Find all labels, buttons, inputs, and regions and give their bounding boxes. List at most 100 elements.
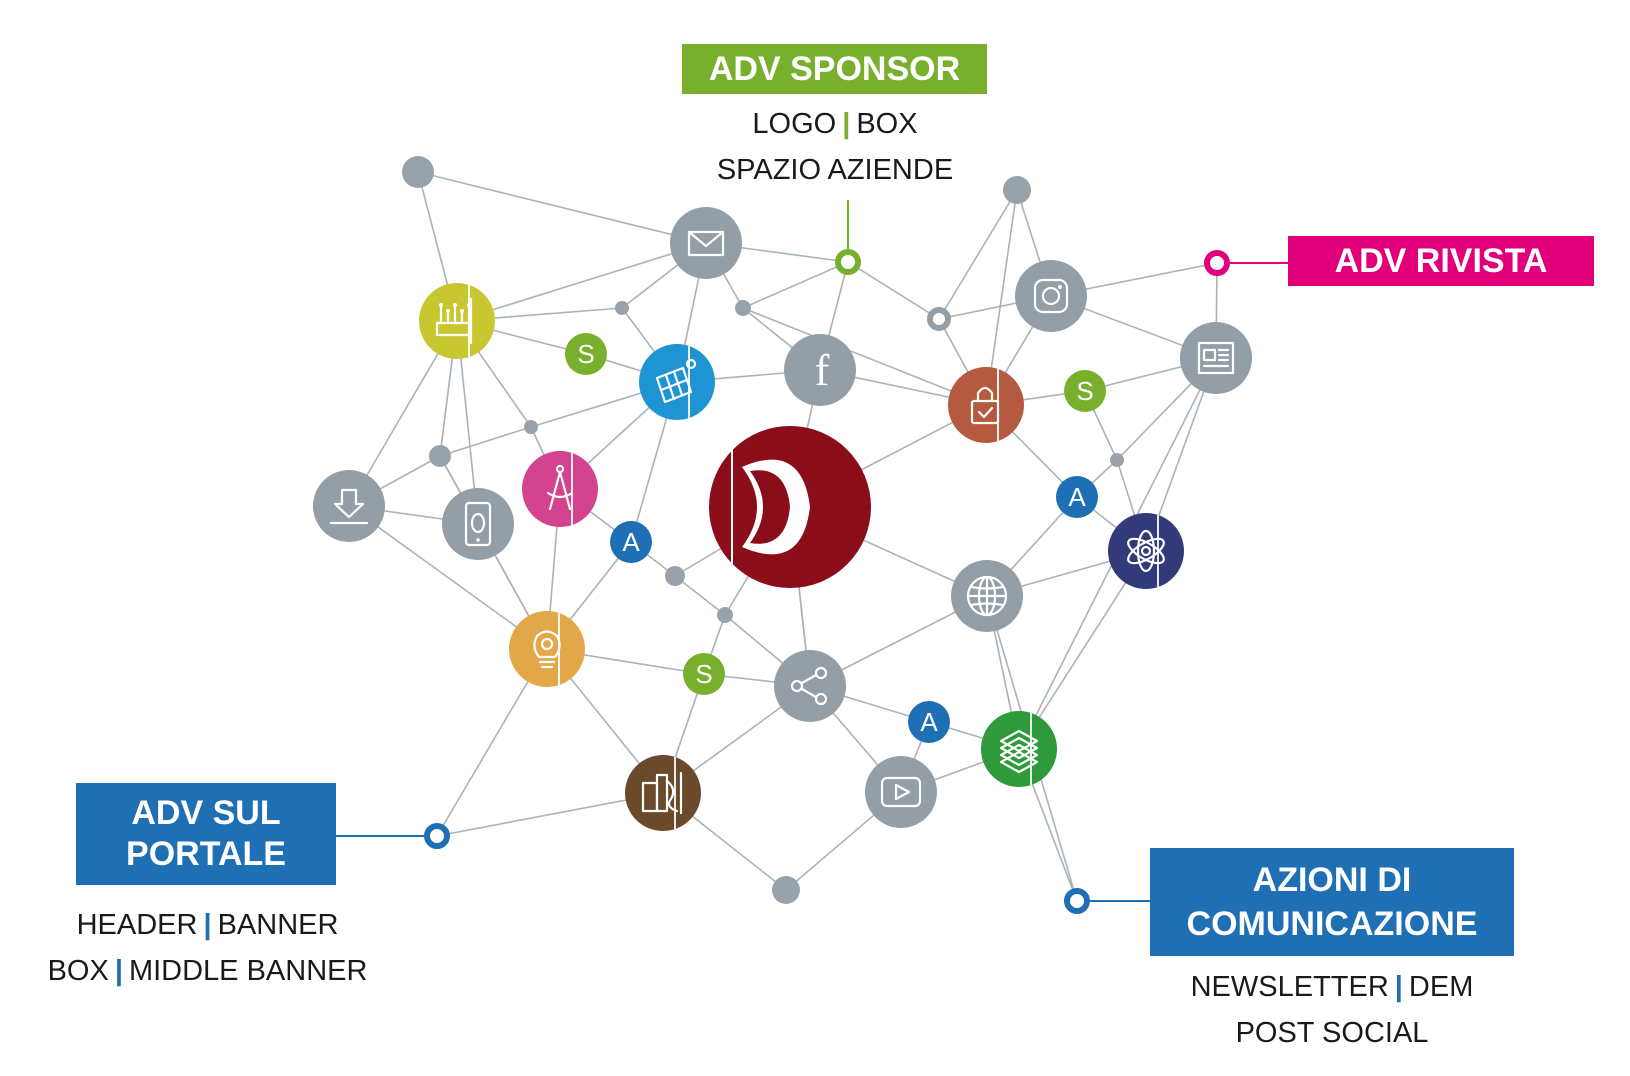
network-edge <box>436 792 664 837</box>
adv-portale-item-header: HEADER <box>76 909 198 941</box>
share-node <box>774 650 846 722</box>
adv-sponsor-line-2: SPAZIO AZIENDE <box>716 154 954 186</box>
azioni-title-line-2: COMUNICAZIONE <box>1186 905 1478 943</box>
newspaper-node <box>1180 322 1252 394</box>
callout-connectors <box>336 200 1288 902</box>
junction-dot <box>524 420 538 434</box>
network-edge <box>456 242 707 322</box>
video-play-icon <box>880 776 922 808</box>
network-edge <box>1018 550 1147 750</box>
solar-node <box>639 344 715 420</box>
globe-node <box>951 560 1023 632</box>
azioni-line-2: POST SOCIAL <box>1235 1017 1429 1049</box>
a2-node: A <box>1056 476 1098 518</box>
azioni-details: NEWSLETTER|DEM POST SOCIAL <box>1150 964 1514 1056</box>
ring-gray-node <box>927 307 951 331</box>
badge-letter: S <box>577 339 594 369</box>
junction-dot <box>717 607 733 623</box>
separator: | <box>1394 971 1403 1003</box>
junction-dot <box>402 156 434 188</box>
separator: | <box>114 955 123 987</box>
adv-sponsor-item-box: BOX <box>856 108 918 140</box>
layers-node <box>981 711 1057 787</box>
adv-portale-item-middle-banner: MIDDLE BANNER <box>128 955 368 987</box>
network-edge <box>439 426 532 457</box>
wall-section-icon <box>641 771 683 815</box>
network-edge <box>847 261 940 320</box>
junction-dot <box>615 301 629 315</box>
adv-portale-item-banner: BANNER <box>217 909 339 941</box>
adv-sponsor-title: ADV SPONSOR <box>708 50 961 88</box>
ring-portale-node <box>424 823 450 849</box>
center-logo-node <box>709 426 871 588</box>
separator: | <box>203 909 212 941</box>
badge-letter: S <box>695 659 712 689</box>
facebook-letter: f <box>815 346 830 395</box>
adv-portale-line-2: BOX|MIDDLE BANNER <box>20 948 395 994</box>
circuit-node <box>419 283 495 359</box>
a3-node: A <box>908 701 950 743</box>
azioni-title-line-1: AZIONI DI <box>1252 861 1412 899</box>
newspaper-icon <box>1197 341 1235 375</box>
mail-icon <box>687 230 725 257</box>
mail-node <box>670 207 742 279</box>
download-icon <box>329 488 369 525</box>
mobile-node <box>442 488 514 560</box>
instagram-icon <box>1033 278 1069 314</box>
azioni-comunicazione-label: AZIONI DI COMUNICAZIONE <box>1150 848 1514 956</box>
junction-dot <box>772 876 800 904</box>
badge-letter: S <box>1076 376 1093 406</box>
a1-node: A <box>610 521 652 563</box>
adv-sponsor-item-logo: LOGO <box>752 108 837 140</box>
adv-rivista-title: ADV RIVISTA <box>1334 242 1548 280</box>
s1-node: S <box>565 333 607 375</box>
junction-dots <box>402 156 1124 904</box>
network-edge <box>674 575 726 616</box>
badge-letter: A <box>920 707 938 737</box>
adv-sponsor-line-1: LOGO|BOX <box>660 101 1010 147</box>
atom-icon <box>1127 529 1165 573</box>
azioni-item-dem: DEM <box>1408 971 1474 1003</box>
solar-panel-icon <box>655 358 697 404</box>
adv-portale-line-1: HEADER|BANNER <box>20 902 395 948</box>
circuit-board-icon <box>435 297 473 345</box>
instagram-node <box>1015 260 1087 332</box>
drafting-compass-icon <box>546 464 574 511</box>
share-icon <box>790 666 828 706</box>
download-node <box>313 470 385 542</box>
s3-node: S <box>683 653 725 695</box>
network-edge <box>417 171 707 244</box>
atom-node <box>1108 513 1184 589</box>
layers-icon <box>999 729 1039 774</box>
adv-portale-details: HEADER|BANNER BOX|MIDDLE BANNER <box>20 902 395 994</box>
junction-dot <box>429 445 451 467</box>
adv-portale-title-line-2: PORTALE <box>126 835 286 873</box>
network-edge <box>742 307 987 406</box>
adv-rivista-label: ADV RIVISTA <box>1288 236 1594 286</box>
s2-node: S <box>1064 370 1106 412</box>
separator: | <box>842 108 851 140</box>
azioni-line-1: NEWSLETTER|DEM <box>1150 964 1514 1010</box>
network-edge <box>742 261 849 309</box>
badge-letter: A <box>622 527 640 557</box>
wall-node <box>625 755 701 831</box>
adv-portale-label: ADV SUL PORTALE <box>76 783 336 885</box>
ring-azioni-node <box>1064 888 1090 914</box>
adv-sponsor-label: ADV SPONSOR <box>682 44 987 94</box>
adv-sponsor-details: LOGO|BOX SPAZIO AZIENDE <box>660 101 1010 193</box>
youtube-node <box>865 756 937 828</box>
ring-sponsor-node <box>835 249 861 275</box>
ring-rivista-node <box>1204 250 1230 276</box>
facebook-icon: f <box>815 346 830 395</box>
lightbulb-node <box>509 611 585 687</box>
badge-letter: A <box>1068 482 1086 512</box>
junction-dot <box>665 566 685 586</box>
lock-node <box>948 367 1024 443</box>
adv-portale-item-box: BOX <box>47 955 109 987</box>
adv-portale-title-line-1: ADV SUL <box>131 794 281 832</box>
globe-icon <box>966 575 1008 617</box>
compass-node <box>522 451 598 527</box>
junction-dot <box>1003 176 1031 204</box>
